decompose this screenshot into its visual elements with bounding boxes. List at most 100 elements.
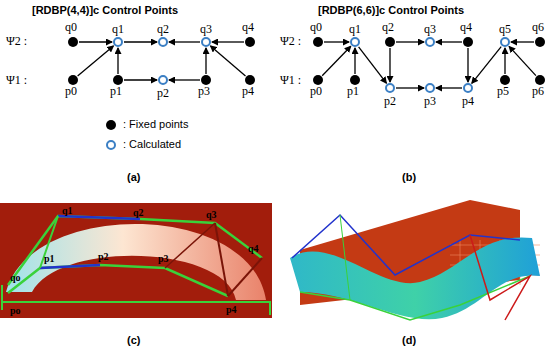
point-label: q1 <box>62 205 73 216</box>
point-label: p3 <box>424 95 436 108</box>
calculated-point: p2 <box>158 75 168 85</box>
fixed-point: p5 <box>500 75 510 85</box>
point-label: q2 <box>133 207 144 218</box>
point-label: q4 <box>460 21 472 34</box>
arrow-connector <box>509 46 536 75</box>
point-label: q3 <box>206 209 217 220</box>
calculated-point: q5 <box>500 37 510 47</box>
arrow-connector <box>169 79 200 80</box>
legend-row: : Fixed points <box>106 118 188 130</box>
point-label: q2 <box>382 21 394 34</box>
arrow-connector <box>467 48 468 82</box>
point-label: p6 <box>532 85 544 98</box>
panel-caption: (a) <box>127 171 140 183</box>
row-label: Ψ1 : <box>280 73 301 88</box>
panel-caption: (c) <box>127 334 140 346</box>
calculated-point: q1 <box>350 37 360 47</box>
arrow-connector <box>324 41 349 42</box>
red-backdrop <box>0 203 272 318</box>
surface-patch <box>290 237 540 319</box>
point-label: p2 <box>157 87 169 100</box>
fixed-point: p0 <box>313 75 323 85</box>
calculated-point: q3 <box>201 37 211 47</box>
arrow-connector <box>124 79 157 80</box>
row-label: Ψ1 : <box>6 73 27 88</box>
arrow-connector <box>124 41 157 42</box>
arrow-connector <box>472 47 501 84</box>
fixed-point: p0 <box>68 75 78 85</box>
point-label: p3 <box>198 85 210 98</box>
point-label: q4 <box>242 21 254 34</box>
arrow-connector <box>205 48 206 74</box>
arrow-connector <box>322 46 351 75</box>
point-label: p4 <box>226 304 237 315</box>
point-label: po <box>10 305 21 316</box>
fixed-point: p1 <box>350 75 360 85</box>
legend-text: : Fixed points <box>123 118 188 130</box>
point-label: p1 <box>44 253 55 264</box>
point-label: q2 <box>157 23 169 36</box>
arrow-connector <box>396 87 424 88</box>
point-label: p1 <box>347 85 359 98</box>
arrow-connector <box>436 87 462 88</box>
calculated-point: q1 <box>113 37 123 47</box>
fixed-point: p4 <box>245 75 255 85</box>
point-label: q4 <box>248 243 259 254</box>
point-label: p4 <box>242 85 254 98</box>
point-label: p4 <box>462 95 474 108</box>
point-label: q0 <box>65 21 77 34</box>
point-label: p3 <box>158 253 169 264</box>
arrow-connector <box>436 41 462 42</box>
fixed-point: q2 <box>385 37 395 47</box>
row-label: Ψ2 : <box>280 34 301 49</box>
calculated-point: p3 <box>425 83 435 93</box>
point-label: q0 <box>310 21 322 34</box>
arrow-connector <box>212 41 244 42</box>
arrow-connector <box>117 48 118 74</box>
point-label: q3 <box>200 23 212 36</box>
point-label: p2 <box>384 95 396 108</box>
panel-caption: (d) <box>402 334 416 346</box>
arrow-connector <box>389 48 390 82</box>
point-label: q1 <box>349 23 361 36</box>
fixed-point: p1 <box>113 75 123 85</box>
arrow-connector <box>354 48 355 74</box>
fixed-point: q0 <box>68 37 78 47</box>
arrow-connector <box>504 48 505 74</box>
arrow-connector <box>78 46 114 76</box>
fixed-point: p3 <box>201 75 211 85</box>
fixed-point: q6 <box>535 37 545 47</box>
point-label: q6 <box>532 21 544 34</box>
arrow-connector <box>79 41 112 42</box>
row-label: Ψ2 : <box>6 34 27 49</box>
calculated-point: q2 <box>158 37 168 47</box>
point-label: qo <box>10 272 21 283</box>
fixed-point: q0 <box>313 37 323 47</box>
legend-text: : Calculated <box>123 138 181 150</box>
calculated-point: p4 <box>463 83 473 93</box>
panel-caption: (b) <box>402 171 416 183</box>
point-label: q1 <box>112 23 124 36</box>
point-label: p0 <box>310 85 322 98</box>
legend-sample <box>106 120 116 130</box>
figure-title: [RDBP(6,6)]c Control Points <box>318 4 464 16</box>
point-label: q3 <box>424 23 436 36</box>
point-label: q5 <box>499 23 511 36</box>
legend-sample <box>106 140 116 150</box>
arrow-connector <box>211 46 246 76</box>
calculated-point: p2 <box>385 83 395 93</box>
fixed-point: p6 <box>535 75 545 85</box>
point-label: p5 <box>497 85 509 98</box>
arrow-connector <box>169 41 200 42</box>
point-label: p2 <box>98 251 109 262</box>
point-label: p1 <box>110 85 122 98</box>
point-label: p0 <box>65 85 77 98</box>
figure-title: [RDBP(4,4)]c Control Points <box>32 4 178 16</box>
arrow-connector <box>359 47 387 83</box>
arrow-connector <box>511 41 534 42</box>
arrow-connector <box>396 41 424 42</box>
fixed-point: q4 <box>463 37 473 47</box>
calculated-point: q3 <box>425 37 435 47</box>
fixed-point: q4 <box>245 37 255 47</box>
